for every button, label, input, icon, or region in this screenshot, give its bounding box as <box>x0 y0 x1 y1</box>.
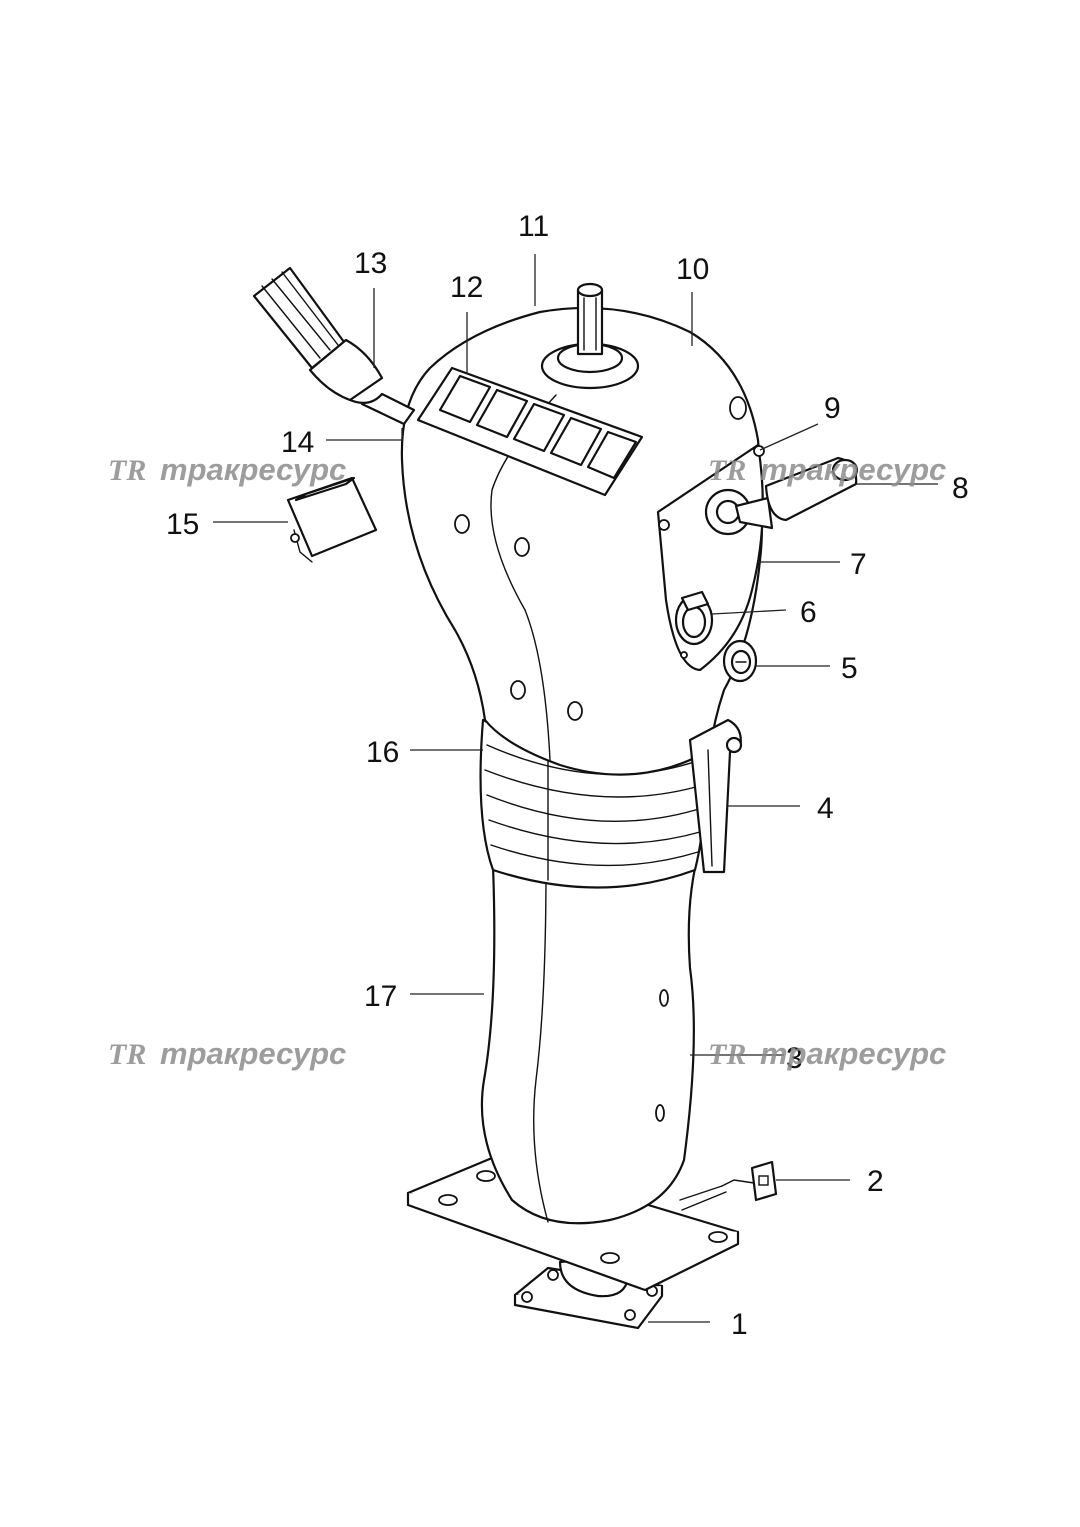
callout-9: 9 <box>824 392 841 425</box>
callout-14: 14 <box>281 426 314 459</box>
callout-1: 1 <box>731 1308 748 1341</box>
connector-part-2 <box>750 1160 778 1202</box>
callout-10: 10 <box>676 253 709 286</box>
watermark-text: тракресурс <box>760 452 946 487</box>
callout-5: 5 <box>841 652 858 685</box>
watermark-bottom-left: TR тракресурс <box>108 1036 346 1071</box>
watermark-text: тракресурс <box>160 1036 346 1071</box>
watermark-top-right: TR тракресурс <box>708 452 946 487</box>
top-shaft <box>540 282 640 390</box>
callout-13: 13 <box>354 247 387 280</box>
watermark-logo: TR <box>708 1038 746 1071</box>
callout-11: 11 <box>518 210 549 243</box>
watermark-bottom-right: TR тракресурс <box>708 1036 946 1071</box>
callout-2: 2 <box>867 1165 884 1198</box>
watermark-top-left: TR тракресурс <box>108 452 346 487</box>
watermark-logo: TR <box>108 1038 146 1071</box>
socket-part-6 <box>674 590 714 646</box>
watermark-text: тракресурс <box>760 1036 946 1071</box>
watermark-logo: TR <box>108 454 146 487</box>
callout-15: 15 <box>166 508 199 541</box>
switch-panel <box>416 366 644 497</box>
callout-16: 16 <box>366 736 399 769</box>
callout-7: 7 <box>850 548 867 581</box>
callout-6: 6 <box>800 596 817 629</box>
callout-4: 4 <box>817 792 834 825</box>
leader-lines <box>213 254 938 1323</box>
watermark-logo: TR <box>708 454 746 487</box>
watermark-text: тракресурс <box>160 452 346 487</box>
rotary-knob <box>252 266 416 426</box>
key-switch-part-5 <box>722 639 758 683</box>
callouts: 1 2 3 4 5 6 7 8 9 10 11 12 13 14 15 16 1… <box>166 210 969 1341</box>
detached-switch-part-15 <box>286 476 378 563</box>
callout-17: 17 <box>364 980 397 1013</box>
callout-3: 3 <box>786 1042 803 1075</box>
lever-part-8 <box>704 456 859 536</box>
callout-8: 8 <box>952 472 969 505</box>
callout-12: 12 <box>450 271 483 304</box>
bolt-part-9 <box>753 445 765 457</box>
side-lever-part-4 <box>688 718 743 874</box>
